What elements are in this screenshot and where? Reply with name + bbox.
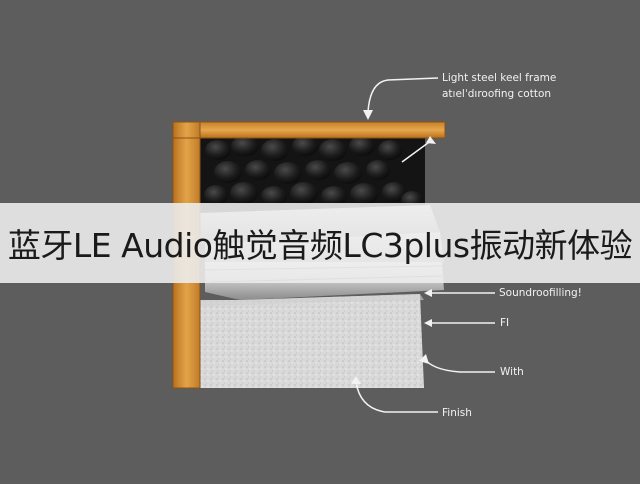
banner-title: 蓝牙LE Audio触觉音频LC3plus振动新体验 (7, 226, 633, 265)
label-with: With (500, 366, 524, 378)
label-finish: Finish (442, 407, 472, 419)
frame-top-beam (173, 122, 445, 138)
title-banner: 蓝牙LE Audio触觉音频LC3plus振动新体验 (0, 203, 640, 283)
arrow-heads (351, 110, 436, 384)
label-frame-line1: Light steel keel frame (442, 72, 557, 84)
label-sound-filling: Soundroofilling! (499, 287, 582, 299)
label-fi: FI (500, 317, 510, 329)
label-frame-line2: atıelˈdıroofing cotton (442, 88, 552, 100)
finish-layer (200, 294, 424, 388)
